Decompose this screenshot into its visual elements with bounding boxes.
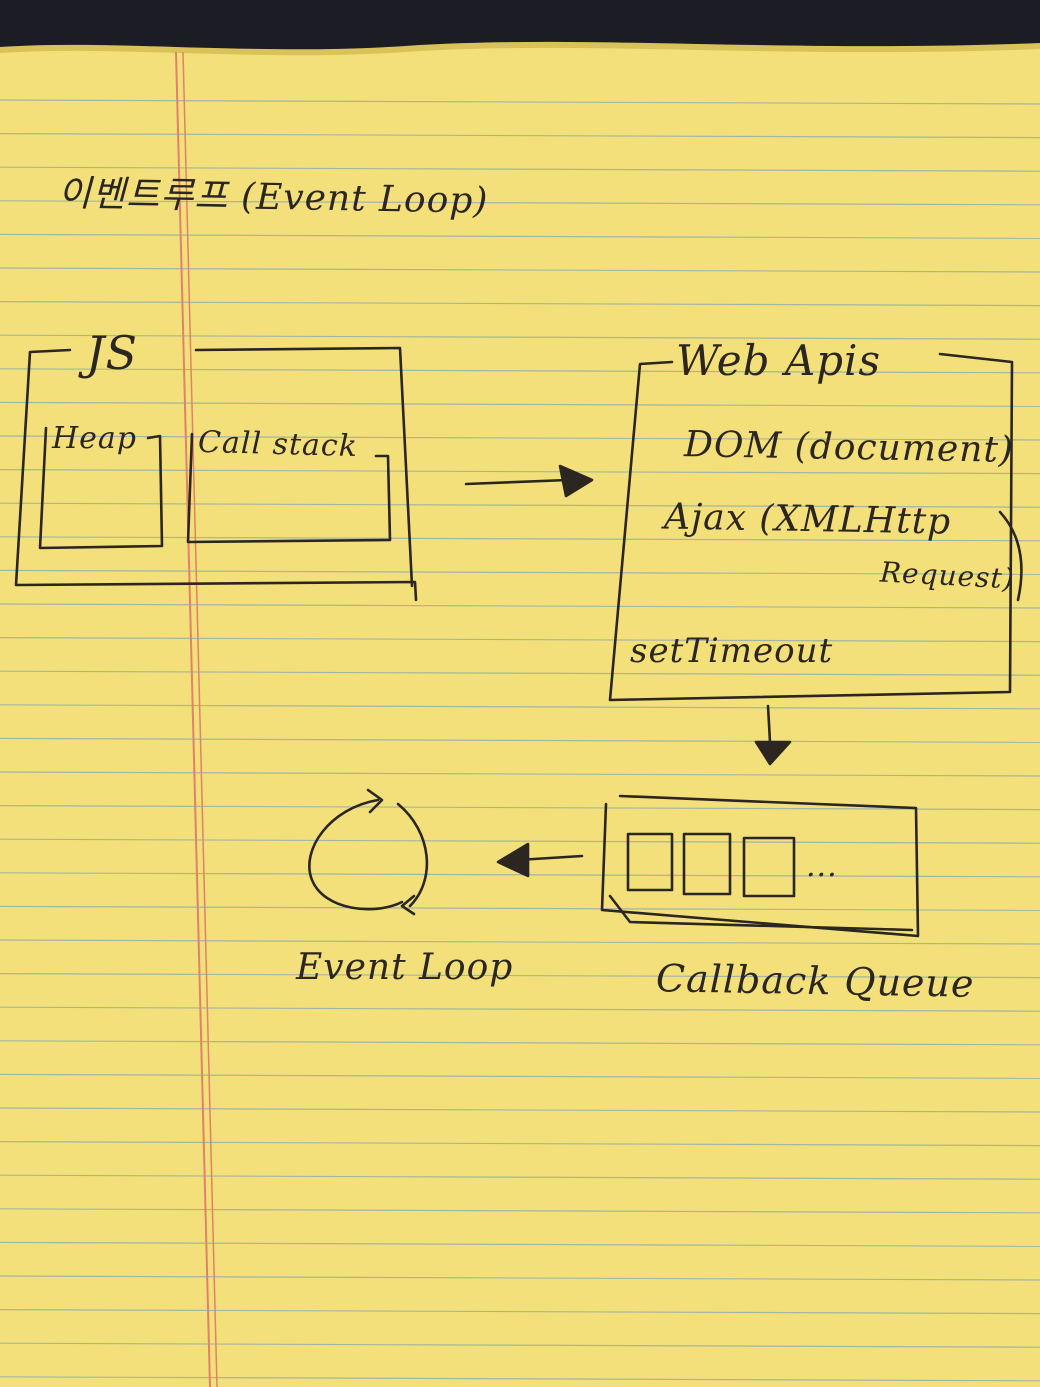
arrow-head-down: [754, 740, 792, 766]
callback-queue-label: Callback Queue: [655, 956, 975, 1006]
event-loop-arrow-bottom: [400, 894, 416, 916]
ruled-line-14: [0, 569, 1040, 576]
callback-queue-box: [600, 794, 920, 938]
ruled-line-0: [0, 99, 1040, 105]
js-box-right-edge: [194, 346, 414, 588]
web-api-item-settimeout: setTimeout: [630, 631, 834, 671]
ruled-line-1: [0, 133, 1040, 139]
ruled-line-2: [0, 166, 1040, 172]
ruled-line-8: [0, 368, 1040, 374]
ruled-line-23: [0, 872, 1040, 878]
web-api-item-ajax: Ajax (XMLHttp: [663, 496, 952, 543]
event-loop-arc-right: [396, 802, 429, 908]
arrow-to-web-apis: [464, 478, 570, 486]
ruled-line-35: [0, 1275, 1040, 1281]
ruled-line-3: [0, 200, 1040, 206]
ajax-bracket: [998, 510, 1023, 602]
ruled-line-28: [0, 1040, 1040, 1046]
heap-label: Heap: [52, 421, 138, 456]
ruled-line-29: [0, 1073, 1040, 1080]
ruled-line-5: [0, 267, 1040, 273]
arrow-head-left: [496, 842, 530, 878]
ruled-line-21: [0, 804, 1040, 811]
ruled-line-18: [0, 704, 1040, 710]
queue-slot-3: [742, 836, 796, 898]
arrow-head-right: [558, 464, 594, 498]
ruled-line-17: [0, 670, 1040, 676]
arrow-to-callback-queue: [766, 704, 772, 744]
ruled-line-13: [0, 536, 1040, 542]
queue-slot-1: [626, 832, 674, 892]
ruled-line-36: [0, 1308, 1040, 1315]
web-apis-label: Web Apis: [676, 336, 882, 385]
ruled-line-22: [0, 838, 1040, 844]
ruled-line-33: [0, 1208, 1040, 1214]
ruled-line-34: [0, 1241, 1040, 1248]
callback-queue-shadow: [608, 894, 914, 932]
ruled-line-19: [0, 737, 1040, 744]
ruled-line-25: [0, 939, 1040, 945]
ruled-line-30: [0, 1107, 1040, 1113]
ruled-line-6: [0, 301, 1040, 307]
ruled-line-31: [0, 1140, 1040, 1147]
ruled-line-12: [0, 502, 1040, 508]
call-stack-label: Call stack: [197, 424, 359, 465]
event-loop-arrow-top: [366, 788, 384, 814]
paper-sheet: [0, 42, 1040, 1387]
event-loop-arc-left: [308, 798, 404, 911]
ruled-line-27: [0, 1006, 1040, 1012]
ruled-line-4: [0, 233, 1040, 239]
queue-slot-2: [682, 832, 732, 896]
ruled-line-15: [0, 603, 1040, 609]
ruled-line-32: [0, 1174, 1040, 1180]
web-api-item-ajax-cont: Request): [879, 555, 1016, 596]
ruled-line-37: [0, 1342, 1040, 1348]
event-loop-label: Event Loop: [296, 947, 514, 988]
js-label: JS: [86, 326, 138, 380]
ruled-line-26: [0, 972, 1040, 979]
web-api-item-dom: DOM (document): [683, 424, 1015, 471]
paper-torn-edge: [0, 41, 1040, 56]
ruled-line-10: [0, 435, 1040, 441]
ruled-line-38: [0, 1376, 1040, 1382]
ruled-line-16: [0, 636, 1040, 643]
ruled-line-9: [0, 401, 1040, 407]
margin-line-1: [175, 51, 211, 1387]
page-title: 이벤트루프 (Event Loop): [57, 173, 489, 222]
web-apis-box: [608, 352, 1014, 702]
js-box-left-edge: [14, 348, 418, 602]
ruled-line-20: [0, 771, 1040, 777]
ruled-line-24: [0, 905, 1040, 912]
ruled-lines: [0, 99, 1040, 1382]
heap-box: [38, 426, 164, 550]
ruled-line-7: [0, 334, 1040, 340]
call-stack-box: [186, 432, 392, 544]
ruled-line-11: [0, 469, 1040, 475]
margin-line-2: [182, 51, 218, 1387]
queue-more-indicator: ...: [806, 849, 838, 884]
